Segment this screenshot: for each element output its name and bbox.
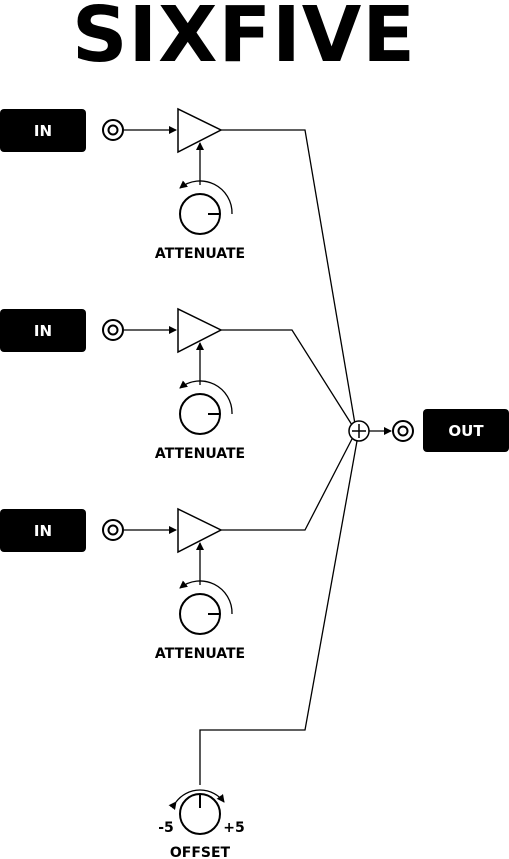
input-3-button[interactable] bbox=[0, 509, 86, 552]
mix-wire-2 bbox=[221, 329, 353, 426]
knob-icon[interactable] bbox=[179, 380, 233, 435]
knob-2-label: ATTENUATE bbox=[155, 446, 245, 462]
knob-icon[interactable] bbox=[179, 180, 233, 235]
knob-icon[interactable] bbox=[179, 580, 233, 635]
input-3-label: IN bbox=[34, 522, 52, 540]
module-title: SIXFIVE bbox=[72, 0, 416, 80]
offset-knob-icon[interactable] bbox=[168, 789, 225, 835]
mix-wire-1 bbox=[221, 129, 356, 425]
output-button[interactable] bbox=[423, 409, 509, 452]
channel-2: IN ATTENUATE bbox=[0, 307, 245, 462]
amplifier-triangle-icon bbox=[177, 107, 223, 154]
offset-wire bbox=[199, 440, 358, 785]
offset-min-label: -5 bbox=[158, 820, 174, 836]
channel-3: IN ATTENUATE bbox=[0, 507, 245, 662]
output-label: OUT bbox=[448, 422, 484, 440]
jack-icon[interactable] bbox=[102, 119, 124, 141]
input-1-label: IN bbox=[34, 122, 52, 140]
amplifier-triangle-icon bbox=[177, 307, 223, 354]
offset-label: OFFSET bbox=[170, 845, 231, 859]
jack-icon[interactable] bbox=[102, 519, 124, 541]
input-2-button[interactable] bbox=[0, 309, 86, 352]
input-1-button[interactable] bbox=[0, 109, 86, 152]
input-2-label: IN bbox=[34, 322, 52, 340]
jack-icon[interactable] bbox=[392, 420, 414, 442]
channel-1: IN ATTENUATE bbox=[0, 107, 245, 262]
amplifier-triangle-icon bbox=[177, 507, 223, 554]
knob-1-label: ATTENUATE bbox=[155, 246, 245, 262]
mix-wire-3 bbox=[221, 436, 354, 531]
knob-3-label: ATTENUATE bbox=[155, 646, 245, 662]
summing-node-icon bbox=[348, 420, 370, 442]
offset-max-label: +5 bbox=[223, 820, 244, 836]
jack-icon[interactable] bbox=[102, 319, 124, 341]
